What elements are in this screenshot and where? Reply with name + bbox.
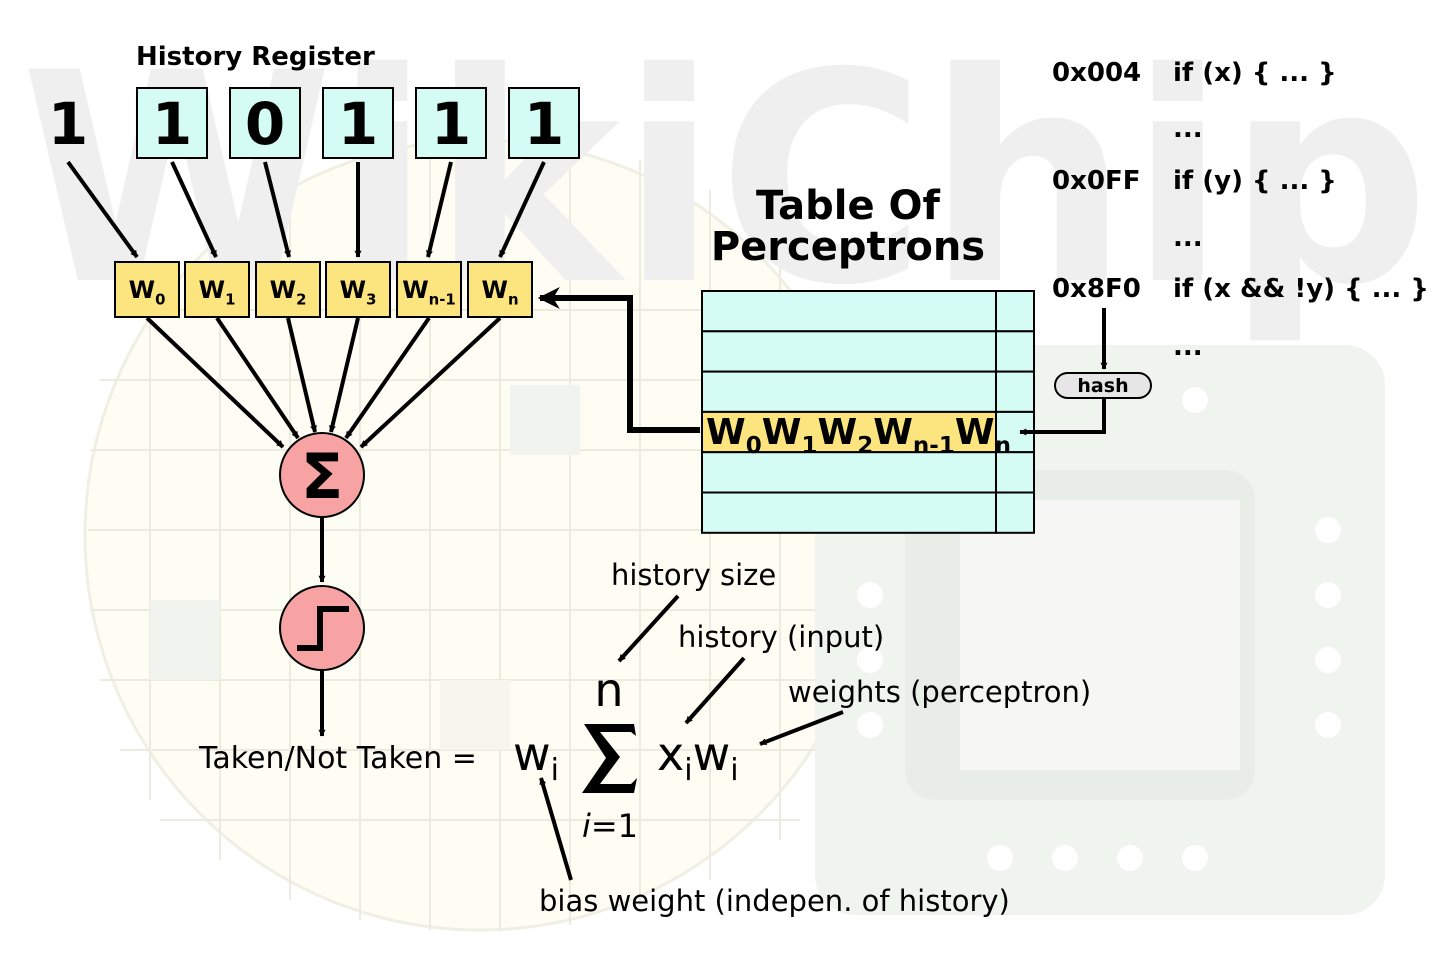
code-line: ... <box>1173 332 1203 362</box>
history-bit-box <box>322 87 394 159</box>
weight-box <box>184 261 250 318</box>
code-line: ... <box>1173 114 1203 144</box>
arrow-bit-to-weight <box>170 161 218 258</box>
bias-term: wi <box>513 727 559 788</box>
weight-boxes: W0 W1 W2 W3 Wn-1 Wn <box>114 261 533 318</box>
hash-label: hash <box>1077 375 1128 397</box>
weight-box <box>255 261 321 318</box>
code-address: 0x004 <box>1052 58 1141 88</box>
annotation-weights: weights (perceptron) <box>788 675 1091 709</box>
arrow-weight-to-sum <box>329 317 360 433</box>
table-row-tag <box>995 491 1035 534</box>
step-function-icon <box>297 606 349 651</box>
arrow-weights <box>759 710 844 746</box>
sum-lower-limit: i=1 <box>582 807 638 845</box>
arrow-weight-to-sum <box>359 316 502 449</box>
perceptron-table: W0W1W2Wn-1Wn <box>701 290 1035 534</box>
annotation-history-size: history size <box>611 558 776 592</box>
arrow-weight-to-sum <box>145 316 285 449</box>
weight-label: Wn <box>481 276 518 309</box>
arrow-weight-to-sum <box>215 316 300 440</box>
weight-label: W0 <box>129 276 166 309</box>
weight-box <box>114 261 180 318</box>
weight-box <box>325 261 391 318</box>
arrow-bit-to-weight <box>263 161 291 258</box>
table-row-highlighted <box>701 410 997 454</box>
hash-function: hash <box>1054 372 1152 399</box>
table-row-tag <box>995 290 1035 333</box>
history-register-title: History Register <box>136 42 375 72</box>
arrow-bit-to-weight <box>66 160 139 259</box>
arrow-bias <box>539 777 573 881</box>
history-bit: 1 <box>152 90 192 158</box>
code-line: if (x) { ... } <box>1173 58 1337 88</box>
activation-node <box>279 585 365 671</box>
arrow-bit-to-weight <box>498 161 546 258</box>
table-row-tag <box>995 370 1035 413</box>
table-row-tag <box>995 451 1035 494</box>
history-bit: 1 <box>338 90 378 158</box>
summand-term: xiwi <box>657 727 739 788</box>
arrow-history-input <box>684 656 746 725</box>
history-bit-box <box>415 87 487 159</box>
annotation-bias: bias weight (indepen. of history) <box>539 884 1010 918</box>
sum-upper-limit: n <box>594 663 623 717</box>
sum-symbol: Σ <box>301 440 343 513</box>
code-address: 0x8F0 <box>1052 274 1141 304</box>
arrow-table-to-weights <box>537 287 700 433</box>
highlighted-weights: W0W1W2Wn-1Wn <box>706 412 1011 459</box>
arrow-history-size <box>617 594 680 663</box>
code-address: 0x0FF <box>1052 166 1140 196</box>
table-row <box>701 330 997 373</box>
arrow-bit-to-weight <box>426 161 453 258</box>
code-line: ... <box>1173 223 1203 253</box>
weight-box <box>396 261 462 318</box>
flow-arrows <box>318 287 1108 881</box>
code-listing: 0x004 if (x) { ... }... 0x0FF if (y) { ... … <box>1052 58 1429 362</box>
table-title-line2: Perceptrons <box>711 224 985 270</box>
table-row <box>701 491 997 534</box>
formula: Taken/Not Taken = wi n i=1 xiwi <box>198 663 739 845</box>
table-row-tag <box>995 330 1035 373</box>
weight-label: W3 <box>340 276 377 309</box>
arrow-hash-to-table <box>1019 398 1106 436</box>
connection-arrows <box>66 160 546 449</box>
history-bit-box <box>508 87 580 159</box>
sigma-operator <box>582 724 637 793</box>
weight-label: W2 <box>270 276 307 309</box>
formula-lhs: Taken/Not Taken = <box>198 741 477 776</box>
history-bit: 1 <box>48 90 88 158</box>
weight-box <box>467 261 533 318</box>
history-bit-box <box>136 87 208 159</box>
code-line: if (x && !y) { ... } <box>1173 274 1429 304</box>
code-line: if (y) { ... } <box>1173 166 1337 196</box>
weight-label: W1 <box>199 276 236 309</box>
history-bit: 0 <box>245 90 285 158</box>
history-bit-box <box>229 87 301 159</box>
weight-label: Wn-1 <box>402 276 456 309</box>
annotation-history-input: history (input) <box>678 620 884 654</box>
table-title-line1: Table Of <box>756 183 941 229</box>
sum-node: Σ <box>279 432 365 518</box>
table-row <box>701 290 997 333</box>
history-bit: 1 <box>524 90 564 158</box>
arrow-weight-to-sum <box>286 317 317 433</box>
table-row <box>701 370 997 413</box>
history-bit: 1 <box>431 90 471 158</box>
arrow-weight-to-sum <box>344 316 431 440</box>
